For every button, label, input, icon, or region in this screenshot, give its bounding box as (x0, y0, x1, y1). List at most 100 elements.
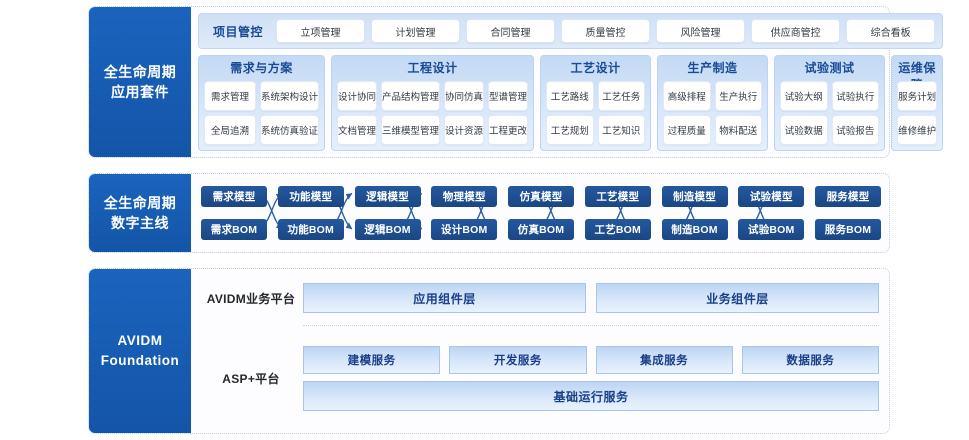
project-control-chip[interactable]: 综合看板 (846, 19, 936, 43)
thread-bom-box[interactable]: 工艺BOM (584, 219, 651, 240)
thread-bom-box[interactable]: 服务BOM (815, 219, 881, 240)
project-control-chip[interactable]: 供应商管控 (751, 19, 841, 43)
asp-platform-content: 建模服务 开发服务 集成服务 数据服务 基础运行服务 (303, 346, 879, 411)
application-suite-body: 项目管控 立项管理 计划管理 合同管理 质量管控 风险管理 供应商管控 综合看板… (191, 7, 950, 157)
project-control-chip[interactable]: 质量管控 (561, 19, 651, 43)
business-platform-layers: 应用组件层 业务组件层 (303, 277, 879, 319)
asp-platform-row: ASP+平台 建模服务 开发服务 集成服务 数据服务 基础运行服务 (199, 333, 879, 424)
section-cell[interactable]: 系统架构设计 (259, 81, 319, 111)
section-title: 工程设计 (407, 61, 458, 75)
section-cell[interactable]: 工程更改 (488, 115, 529, 145)
section-row: 高级排程 生产执行 (663, 81, 763, 111)
thread-bom-box[interactable]: 制造BOM (661, 219, 728, 240)
section-cell[interactable]: 设计协同 (337, 81, 378, 111)
section-cell[interactable]: 文档管理 (337, 115, 378, 145)
side-label-line-1: AVIDM (117, 333, 163, 349)
section-cell[interactable]: 过程质量 (663, 115, 711, 145)
section-cell[interactable]: 试验数据 (780, 115, 828, 145)
thread-stage: 仿真模型 仿真BOM (508, 186, 574, 240)
project-control-chip[interactable]: 计划管理 (371, 19, 461, 43)
side-label-line-2: 应用套件 (111, 84, 169, 100)
service-box-integration[interactable]: 集成服务 (595, 346, 733, 374)
thread-model-box[interactable]: 工艺模型 (584, 186, 651, 207)
avidm-foundation-body: AVIDM业务平台 应用组件层 业务组件层 ASP+平台 建模服务 开发服务 集… (191, 269, 889, 433)
thread-stage: 需求模型 需求BOM (201, 186, 267, 240)
thread-bom-box[interactable]: 功能BOM (277, 219, 344, 240)
section-cell[interactable]: 设计资源 (444, 115, 485, 145)
thread-bom-box[interactable]: 逻辑BOM (354, 219, 421, 240)
thread-model-box[interactable]: 服务模型 (815, 186, 881, 207)
section-cell[interactable]: 工艺规划 (546, 115, 594, 145)
section-cell[interactable]: 物料配送 (714, 115, 763, 145)
thread-bom-box[interactable]: 设计BOM (431, 219, 498, 240)
section-manufacturing: 生产制造 高级排程 生产执行 过程质量 物料配送 (657, 55, 769, 151)
thread-bom-box[interactable]: 需求BOM (201, 219, 267, 240)
section-cell[interactable]: 工艺路线 (546, 81, 594, 111)
thread-stage: 试验模型 试验BOM (738, 186, 805, 240)
project-control-chip-list: 立项管理 计划管理 合同管理 质量管控 风险管理 供应商管控 综合看板 (276, 19, 936, 43)
domain-section-list: 需求与方案 需求管理 系统架构设计 全局追溯 系统仿真验证 工程设计 (198, 55, 944, 151)
section-grid: 设计协同 产品结构管理 协同仿真 型谱管理 文档管理 三维模型管理 设计资源 工… (337, 81, 529, 145)
thread-model-box[interactable]: 制造模型 (661, 186, 728, 207)
thread-model-box[interactable]: 逻辑模型 (354, 186, 421, 207)
section-cell[interactable]: 生产执行 (714, 81, 763, 111)
section-cell[interactable]: 工艺知识 (597, 115, 646, 145)
section-cell[interactable]: 维修维护 (897, 115, 938, 145)
service-box-base-runtime[interactable]: 基础运行服务 (303, 381, 879, 411)
section-row: 设计协同 产品结构管理 协同仿真 型谱管理 (337, 81, 529, 111)
project-control-strip: 项目管控 立项管理 计划管理 合同管理 质量管控 风险管理 供应商管控 综合看板 (198, 13, 944, 49)
thread-stage: 制造模型 制造BOM (661, 186, 728, 240)
section-cell[interactable]: 产品结构管理 (381, 81, 441, 111)
digital-thread-side-label: 全生命周期 数字主线 (89, 174, 191, 252)
service-box-data[interactable]: 数据服务 (741, 346, 879, 374)
layer-box-application-components[interactable]: 应用组件层 (303, 283, 586, 313)
section-process-design: 工艺设计 工艺路线 工艺任务 工艺规划 工艺知识 (540, 55, 652, 151)
avidm-foundation-band: AVIDM Foundation AVIDM业务平台 应用组件层 业务组件层 A… (88, 268, 890, 434)
thread-model-box[interactable]: 物理模型 (431, 186, 498, 207)
section-engineering-design: 工程设计 设计协同 产品结构管理 协同仿真 型谱管理 文档管理 三维模型管理 设… (331, 55, 535, 151)
section-row: 服务计划 (897, 81, 938, 111)
section-cell[interactable]: 全局追溯 (204, 115, 256, 145)
section-row: 试验大纲 试验执行 (780, 81, 880, 111)
thread-model-box[interactable]: 试验模型 (738, 186, 805, 207)
thread-model-box[interactable]: 仿真模型 (508, 186, 574, 207)
section-title: 工艺设计 (570, 61, 621, 75)
section-title: 需求与方案 (230, 61, 293, 75)
asp-base-strip: 基础运行服务 (303, 381, 879, 411)
project-control-chip[interactable]: 风险管理 (656, 19, 746, 43)
project-control-chip[interactable]: 合同管理 (466, 19, 556, 43)
thread-model-box[interactable]: 功能模型 (277, 186, 344, 207)
section-row: 试验数据 试验报告 (780, 115, 880, 145)
section-cell[interactable]: 型谱管理 (488, 81, 529, 111)
section-cell[interactable]: 系统仿真验证 (259, 115, 319, 145)
section-cell[interactable]: 高级排程 (663, 81, 711, 111)
section-requirements: 需求与方案 需求管理 系统架构设计 全局追溯 系统仿真验证 (198, 55, 325, 151)
section-cell[interactable]: 服务计划 (897, 81, 938, 111)
section-cell[interactable]: 试验大纲 (780, 81, 828, 111)
section-cell[interactable]: 工艺任务 (597, 81, 646, 111)
digital-thread-body: 需求模型 需求BOM 功能模型 功能BOM 逻辑模型 逻辑BOM 物理模型 设计… (191, 174, 889, 252)
thread-stage: 工艺模型 工艺BOM (584, 186, 651, 240)
business-platform-label: AVIDM业务平台 (206, 291, 296, 306)
section-cell[interactable]: 试验执行 (831, 81, 880, 111)
side-label-line-1: 全生命周期 (103, 194, 177, 211)
section-cell[interactable]: 试验报告 (831, 115, 880, 145)
project-control-chip[interactable]: 立项管理 (276, 19, 366, 43)
section-cell[interactable]: 协同仿真 (444, 81, 485, 111)
section-testing: 试验测试 试验大纲 试验执行 试验数据 试验报告 (774, 55, 886, 151)
layer-box-business-components[interactable]: 业务组件层 (596, 283, 879, 313)
section-cell[interactable]: 需求管理 (204, 81, 256, 111)
thread-stage: 物理模型 设计BOM (431, 186, 498, 240)
thread-bom-box[interactable]: 试验BOM (738, 219, 805, 240)
thread-bom-box[interactable]: 仿真BOM (508, 219, 574, 240)
section-grid: 工艺路线 工艺任务 工艺规划 工艺知识 (546, 81, 646, 145)
service-box-modeling[interactable]: 建模服务 (303, 346, 441, 374)
project-control-title: 项目管控 (212, 24, 263, 39)
foundation-divider (303, 325, 879, 326)
section-grid: 服务计划 维修维护 (897, 81, 938, 145)
thread-model-box[interactable]: 需求模型 (201, 186, 267, 207)
section-operations-support: 运维保障 服务计划 维修维护 (891, 55, 944, 151)
service-box-development[interactable]: 开发服务 (449, 346, 587, 374)
section-cell[interactable]: 三维模型管理 (381, 115, 441, 145)
